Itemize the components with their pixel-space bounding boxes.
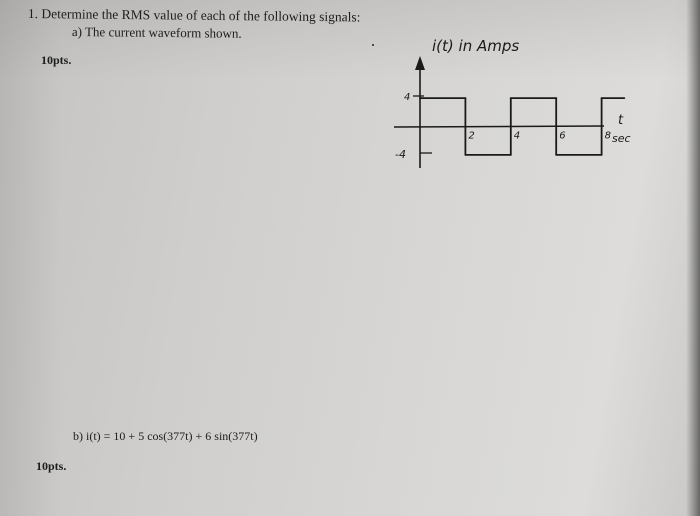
y-low-label: -4 [395, 148, 406, 161]
question-1b-text: b) i(t) = 10 + 5 cos(377t) + 6 sin(377t) [73, 429, 258, 443]
y-high-label: 4 [404, 92, 410, 103]
x-tick-label: 2 [468, 131, 474, 142]
waveform-trace [419, 97, 626, 156]
y-axis-label: i(t) in Amps [432, 37, 519, 55]
x-axis-line [393, 125, 605, 128]
question-1b-points: 10pts. [36, 459, 67, 473]
x-tick-labels: 2 4 6 8 [468, 131, 611, 142]
shadow-right [686, 0, 700, 516]
x-tick-label: 4 [514, 131, 520, 142]
x-tick-label: 6 [559, 131, 565, 142]
shadow-left [0, 0, 60, 516]
shadow-top [0, 0, 700, 80]
y-axis-arrow-icon [415, 56, 425, 70]
pen-dot [372, 44, 374, 46]
x-unit-label: sec [612, 132, 631, 145]
question-1a-points: 10pts. [41, 53, 72, 67]
x-axis-label: t [618, 113, 624, 128]
x-tick-label: 8 [605, 131, 611, 142]
